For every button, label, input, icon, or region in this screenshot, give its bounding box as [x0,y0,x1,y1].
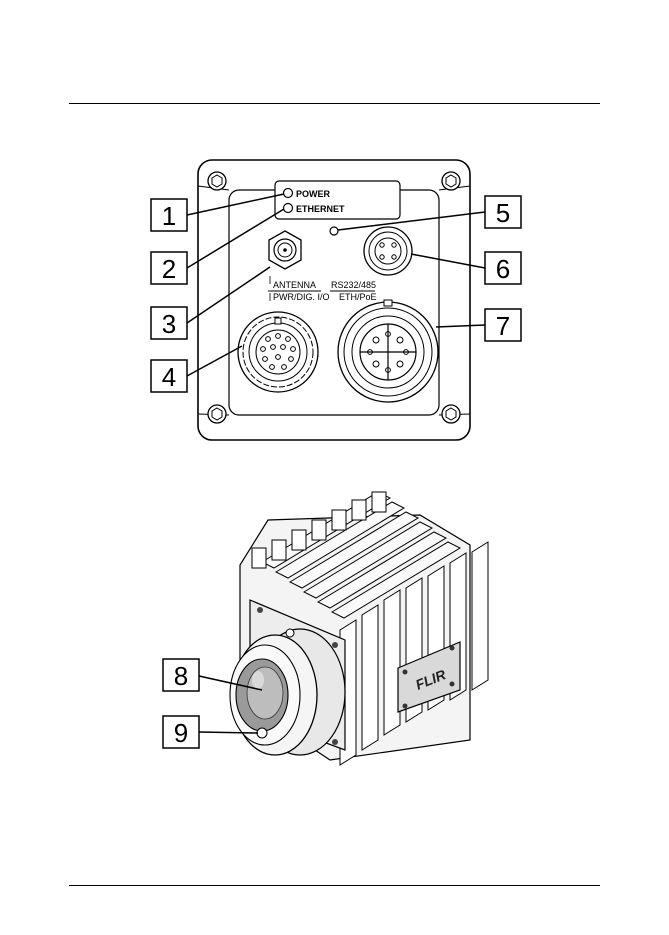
rs232-connector-icon [364,227,412,275]
svg-text:9: 9 [174,718,188,748]
corner-screw-tl [208,172,226,190]
svg-text:4: 4 [162,362,176,392]
status-indicator-icon [330,227,338,235]
ethernet-led-icon [284,204,293,213]
svg-text:1: 1 [162,201,176,231]
ethernet-led-label: ETHERNET [296,204,345,214]
callout-6: 6 [485,252,521,284]
callout-7: 7 [485,309,521,341]
rs232-485-label: RS232/485 [331,280,376,290]
corner-screw-tr [442,172,460,190]
pwr-dig-io-label: PWR/DIG. I/O [273,292,330,302]
callout-3: 3 [151,307,187,339]
power-led-icon [284,189,293,198]
eth-poe-label: ETH/PoE [339,292,377,302]
corner-screw-br [442,405,460,423]
camera-body-illustration: FLIR [230,492,488,765]
callout-1: 1 [151,199,187,231]
callout-8: 8 [163,659,199,691]
lens-lock-screw-icon [257,728,267,738]
svg-text:8: 8 [174,661,188,691]
callout-5: 5 [485,196,521,228]
callout-9: 9 [163,716,199,748]
antenna-connector-icon [269,231,301,269]
svg-text:5: 5 [496,198,510,228]
svg-text:7: 7 [496,311,510,341]
power-io-connector-icon [238,312,318,392]
callout-4: 4 [151,360,187,392]
antenna-label: ANTENNA [273,280,316,290]
svg-text:6: 6 [496,254,510,284]
corner-screw-bl [208,405,226,423]
svg-text:2: 2 [162,254,176,284]
power-led-label: POWER [296,189,331,199]
svg-text:3: 3 [162,309,176,339]
callout-2: 2 [151,252,187,284]
